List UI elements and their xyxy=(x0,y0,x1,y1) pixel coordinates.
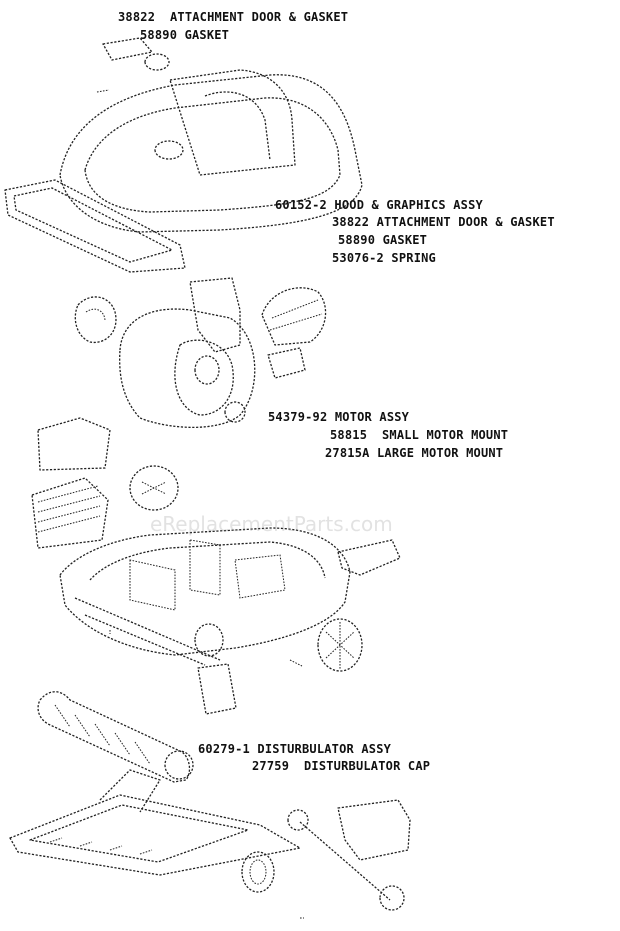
filter-part xyxy=(31,477,109,549)
disturbulator-cap-part xyxy=(241,851,275,893)
screw-parts xyxy=(109,630,304,919)
label-disturbulator-assy: 60279-1 DISTURBULATOR ASSY xyxy=(198,742,392,756)
small-motor-mount-part xyxy=(74,296,117,344)
disturbulator-part xyxy=(37,691,194,783)
label-gasket-top: 58890 GASKET xyxy=(140,28,230,42)
wheel-axle-assembly-part xyxy=(287,799,411,911)
base-part xyxy=(59,527,351,666)
base-latch-part xyxy=(337,539,401,576)
hood-part xyxy=(59,69,363,233)
label-attachment-door-mid: 38822 ATTACHMENT DOOR & GASKET xyxy=(332,215,555,229)
label-small-motor-mount: 58815 SMALL MOTOR MOUNT xyxy=(330,428,509,442)
rear-wheel-part xyxy=(317,618,363,672)
label-motor-assy: 54379-92 MOTOR ASSY xyxy=(268,410,410,424)
fan-wheel-part xyxy=(129,465,179,511)
bottom-plate-part xyxy=(9,769,301,876)
label-disturbulator-cap: 27759 DISTURBULATOR CAP xyxy=(252,759,431,773)
label-spring: 53076-2 SPRING xyxy=(332,251,436,265)
large-motor-mount-part xyxy=(261,287,327,379)
watermark-text: eReplacementParts.com xyxy=(150,512,393,536)
filter-cover-part xyxy=(37,417,111,471)
motor-assembly-part xyxy=(119,277,256,428)
label-attachment-door-top: 38822 ATTACHMENT DOOR & GASKET xyxy=(118,10,349,24)
attachment-door-part xyxy=(96,37,170,93)
hose-cuff-part xyxy=(197,663,237,715)
label-hood-graphics-assy: 60152-2 HOOD & GRAPHICS ASSY xyxy=(275,198,483,212)
hood-tray-part xyxy=(4,179,186,273)
label-gasket-mid: 58890 GASKET xyxy=(338,233,428,247)
label-large-motor-mount: 27815A LARGE MOTOR MOUNT xyxy=(325,446,504,460)
